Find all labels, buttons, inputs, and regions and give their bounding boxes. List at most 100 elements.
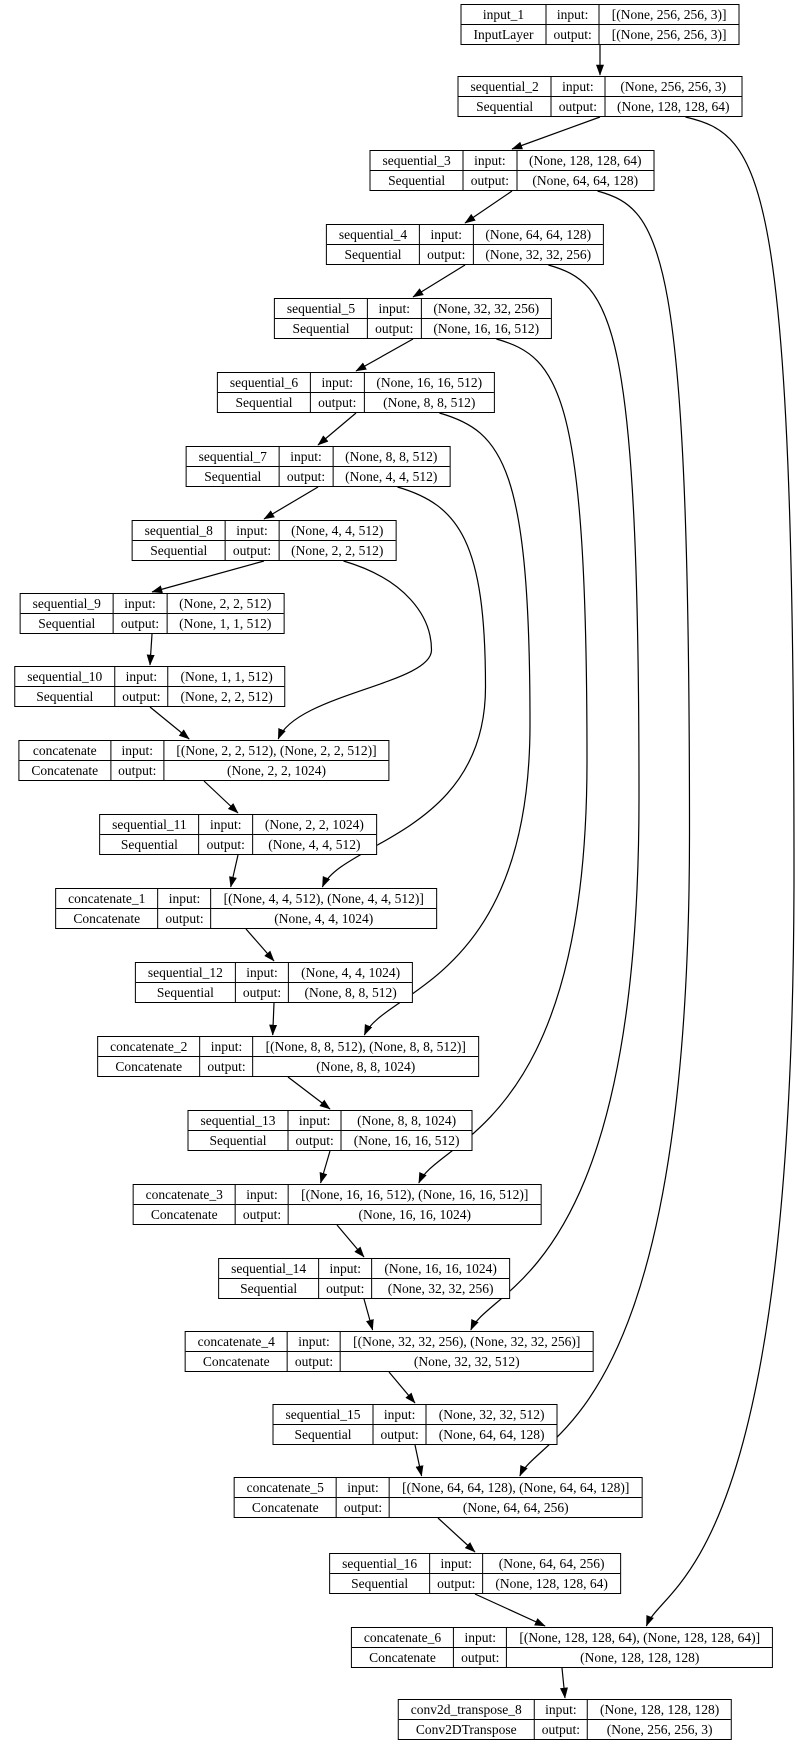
edge-sequential_14-to-concatenate_4 — [363, 1298, 374, 1331]
output-shape: (None, 32, 32, 512) — [413, 1354, 520, 1369]
output-label: output: — [373, 1425, 427, 1444]
input-shape: (None, 64, 64, 256) — [483, 1554, 620, 1574]
layer-name: concatenate_4 — [185, 1332, 288, 1352]
layer-type: Conv2DTranspose — [399, 1720, 535, 1739]
input-shape: (None, 1, 1, 512) — [168, 667, 285, 687]
edge-sequential_4-to-sequential_5 — [412, 264, 466, 298]
input-label: input: — [199, 815, 253, 835]
layer-type: Sequential — [133, 541, 226, 560]
layer-type: Sequential — [136, 983, 236, 1002]
layer-name: concatenate — [19, 741, 112, 761]
edge-concatenate_1-to-sequential_12 — [245, 928, 275, 962]
input-shape: (None, 128, 128, 64) — [517, 151, 654, 171]
input-shape: [(None, 32, 32, 256), (None, 32, 32, 256… — [341, 1332, 593, 1352]
layer-name: sequential_11 — [100, 815, 200, 835]
output-label: output: — [280, 467, 334, 486]
layer-name: sequential_13 — [188, 1111, 289, 1131]
layer-type: Concatenate — [56, 909, 159, 928]
output-shape: (None, 4, 4, 1024) — [274, 911, 374, 926]
output-label: output: — [288, 1131, 342, 1150]
input-shape: (None, 16, 16, 1024) — [372, 1259, 509, 1279]
output-shape: [(None, 256, 256, 3)] — [611, 27, 727, 42]
output-shape: (None, 16, 16, 512) — [353, 1133, 460, 1148]
output-label: output: — [454, 1648, 508, 1667]
output-shape: (None, 16, 16, 512) — [433, 321, 540, 336]
input-shape: (None, 128, 128, 128) — [588, 1700, 732, 1720]
input-shape: [(None, 64, 64, 128), (None, 64, 64, 128… — [390, 1478, 642, 1498]
output-label: output: — [319, 1279, 373, 1298]
input-label: input: — [534, 1700, 589, 1720]
output-shape: (None, 16, 16, 1024) — [358, 1207, 471, 1222]
edge-sequential_5-to-sequential_6 — [355, 338, 414, 372]
edge-sequential_16-to-concatenate_6 — [474, 1593, 546, 1627]
input-shape: (None, 2, 2, 1024) — [252, 815, 376, 835]
input-shape: (None, 16, 16, 512) — [364, 373, 495, 393]
layer-type: Sequential — [189, 1131, 289, 1150]
edge-sequential_12-to-concatenate_2 — [269, 1002, 278, 1036]
layer-type: Concatenate — [352, 1648, 455, 1667]
layer-name: sequential_10 — [15, 667, 116, 687]
layer-type: InputLayer — [462, 25, 547, 44]
output-shape: (None, 8, 8, 512) — [304, 985, 397, 1000]
input-label: input: — [368, 299, 422, 319]
output-label: output: — [158, 909, 212, 928]
output-shape: (None, 32, 32, 256) — [485, 247, 592, 262]
input-label: input: — [113, 594, 168, 614]
output-shape: (None, 128, 128, 64) — [495, 1576, 608, 1591]
layer-name: sequential_15 — [273, 1405, 374, 1425]
output-shape: (None, 2, 2, 512) — [291, 543, 384, 558]
input-label: input: — [454, 1628, 508, 1648]
layer-type: Concatenate — [235, 1498, 337, 1517]
output-shape: (None, 2, 2, 512) — [180, 689, 273, 704]
output-label: output: — [114, 614, 168, 633]
input-shape: (None, 4, 4, 1024) — [289, 963, 413, 983]
layer-type: Sequential — [15, 687, 116, 706]
layer-name: concatenate_1 — [56, 889, 159, 909]
layer-name: sequential_14 — [219, 1259, 320, 1279]
edge-sequential_15-to-concatenate_5 — [414, 1444, 424, 1477]
layer-name: input_1 — [461, 5, 547, 25]
layer-type: Sequential — [218, 393, 312, 412]
output-label: output: — [226, 541, 280, 560]
output-shape: (None, 32, 32, 256) — [387, 1281, 494, 1296]
output-label: output: — [546, 25, 600, 44]
edge-group — [146, 45, 795, 1699]
output-label: output: — [430, 1574, 484, 1593]
edge-sequential_9-to-sequential_10 — [146, 633, 155, 666]
input-shape: (None, 8, 8, 1024) — [341, 1111, 472, 1131]
edge-concatenate_3-to-sequential_14 — [336, 1224, 365, 1258]
input-shape: (None, 32, 32, 512) — [426, 1405, 557, 1425]
layer-type: Sequential — [219, 1279, 320, 1298]
output-shape: (None, 8, 8, 1024) — [316, 1059, 416, 1074]
input-shape: (None, 32, 32, 256) — [421, 299, 552, 319]
input-shape: [(None, 256, 256, 3)] — [599, 5, 739, 25]
input-shape: (None, 64, 64, 128) — [473, 225, 604, 245]
layer-name: concatenate_6 — [351, 1628, 455, 1648]
input-label: input: — [373, 1405, 427, 1425]
layer-type: Concatenate — [134, 1205, 236, 1224]
input-shape: [(None, 16, 16, 512), (None, 16, 16, 512… — [289, 1185, 541, 1205]
input-label: input: — [546, 5, 600, 25]
input-label: input: — [311, 373, 365, 393]
input-shape: (None, 8, 8, 512) — [333, 447, 450, 467]
layer-type: Sequential — [274, 1425, 374, 1444]
edge-sequential_2-to-sequential_3 — [511, 116, 601, 150]
output-shape: (None, 4, 4, 512) — [345, 469, 438, 484]
output-label: output: — [111, 761, 165, 780]
input-label: input: — [551, 77, 606, 97]
output-label: output: — [115, 687, 169, 706]
layer-type: Concatenate — [186, 1352, 288, 1371]
layer-type: Sequential — [100, 835, 200, 854]
output-label: output: — [552, 97, 606, 116]
